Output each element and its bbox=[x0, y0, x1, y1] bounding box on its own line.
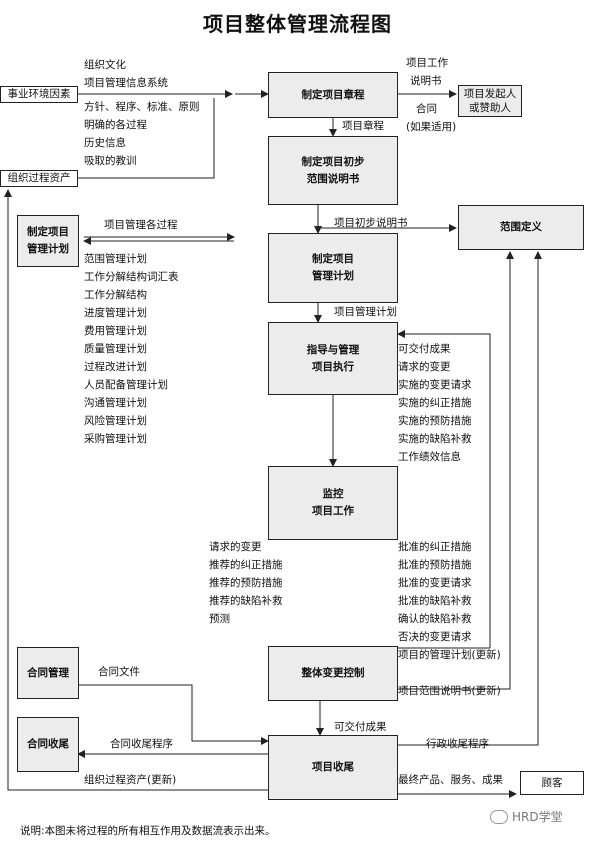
plan-item: 工作分解结构词汇表 bbox=[84, 271, 179, 283]
page-title: 项目整体管理流程图 bbox=[203, 12, 392, 36]
change-item: 确认的缺陷补救 bbox=[398, 613, 472, 625]
plan-item: 费用管理计划 bbox=[84, 325, 147, 337]
footnote: 说明:本图未将过程的所有相互作用及数据流表示出来。 bbox=[20, 825, 276, 837]
deliverables-label: 可交付成果 bbox=[334, 721, 387, 733]
close-project-box: 项目收尾 bbox=[268, 735, 398, 800]
exec-item: 请求的变更 bbox=[398, 361, 451, 373]
develop-plan-box: 制定项目 管理计划 bbox=[268, 233, 398, 303]
input-item: 明确的各过程 bbox=[84, 119, 147, 131]
admin-closure-procedure-label: 行政收尾程序 bbox=[426, 738, 489, 750]
change-item: 批准的缺陷补救 bbox=[398, 595, 472, 607]
input-item: 组织文化 bbox=[84, 59, 126, 71]
exec-item: 实施的预防措施 bbox=[398, 415, 472, 427]
exec-item: 可交付成果 bbox=[398, 343, 451, 355]
sponsor-box: 项目发起人 或赞助人 bbox=[458, 85, 522, 117]
plan-item: 采购管理计划 bbox=[84, 433, 147, 445]
watermark-text: HRD学堂 bbox=[512, 810, 563, 824]
monitor-item: 推荐的预防措施 bbox=[209, 577, 283, 589]
monitor-item: 推荐的缺陷补救 bbox=[209, 595, 283, 607]
input-item: 项目管理信息系统 bbox=[84, 77, 168, 89]
develop-charter-box: 制定项目章程 bbox=[268, 72, 398, 118]
scope-update-label: 项目范围说明书(更新) bbox=[398, 685, 501, 697]
sow-line: 项目工作 bbox=[406, 57, 448, 69]
plan-item: 人员配备管理计划 bbox=[84, 379, 168, 391]
charter-input-list: 组织文化 项目管理信息系统 方针、程序、标准、原则 明确的各过程 历史信息 吸取… bbox=[84, 56, 200, 170]
monitor-item: 推荐的纠正措施 bbox=[209, 559, 283, 571]
change-item: 批准的预防措施 bbox=[398, 559, 472, 571]
sow-line: 说明书 bbox=[410, 75, 442, 87]
statement-of-work-label: 项目工作 说明书 bbox=[406, 54, 448, 90]
final-product-label: 最终产品、服务、成果 bbox=[398, 774, 503, 786]
preliminary-scope-output-label: 项目初步说明书 bbox=[334, 217, 408, 229]
customer-box: 顾客 bbox=[520, 771, 584, 795]
integrated-change-control-box: 整体变更控制 bbox=[268, 646, 398, 701]
input-item: 方针、程序、标准、原则 bbox=[84, 101, 200, 113]
monitor-outputs-list: 请求的变更 推荐的纠正措施 推荐的预防措施 推荐的缺陷补救 预测 bbox=[209, 538, 283, 628]
change-outputs-list: 批准的纠正措施 批准的预防措施 批准的变更请求 批准的缺陷补救 确认的缺陷补救 … bbox=[398, 538, 501, 664]
input-item: 历史信息 bbox=[84, 137, 126, 149]
direct-manage-execution-box: 指导与管理 项目执行 bbox=[268, 322, 398, 395]
change-item: 项目的管理计划(更新) bbox=[398, 649, 501, 661]
contract-label: 合同 (如果适用) bbox=[406, 100, 456, 136]
change-item: 否决的变更请求 bbox=[398, 631, 472, 643]
change-item: 批准的变更请求 bbox=[398, 577, 472, 589]
opa-update-label: 组织过程资产(更新) bbox=[84, 774, 177, 786]
wechat-icon bbox=[490, 809, 508, 824]
contract-line: (如果适用) bbox=[406, 121, 457, 133]
contract-line: 合同 bbox=[416, 103, 437, 115]
contract-closure-box: 合同收尾 bbox=[17, 717, 79, 772]
plan-item: 过程改进计划 bbox=[84, 361, 147, 373]
plan-item: 范围管理计划 bbox=[84, 253, 147, 265]
plan-item: 工作分解结构 bbox=[84, 289, 147, 301]
execution-outputs-list: 可交付成果 请求的变更 实施的变更请求 实施的纠正措施 实施的预防措施 实施的缺… bbox=[398, 340, 472, 466]
pm-processes-label: 项目管理各过程 bbox=[104, 219, 178, 231]
plan-components-list: 范围管理计划 工作分解结构词汇表 工作分解结构 进度管理计划 费用管理计划 质量… bbox=[84, 250, 179, 448]
exec-item: 实施的变更请求 bbox=[398, 379, 472, 391]
develop-plan-side-box: 制定项目 管理计划 bbox=[17, 215, 79, 267]
exec-item: 实施的缺陷补救 bbox=[398, 433, 472, 445]
plan-item: 质量管理计划 bbox=[84, 343, 147, 355]
org-process-assets-box: 组织过程资产 bbox=[0, 170, 78, 187]
plan-item: 进度管理计划 bbox=[84, 307, 147, 319]
plan-output-label: 项目管理计划 bbox=[334, 306, 397, 318]
watermark: HRD学堂 bbox=[490, 808, 563, 825]
develop-preliminary-scope-box: 制定项目初步 范围说明书 bbox=[268, 136, 398, 205]
input-item: 吸取的教训 bbox=[84, 155, 137, 167]
monitor-item: 预测 bbox=[209, 613, 230, 625]
scope-definition-box: 范围定义 bbox=[458, 205, 584, 250]
plan-item: 风险管理计划 bbox=[84, 415, 147, 427]
exec-item: 实施的纠正措施 bbox=[398, 397, 472, 409]
exec-item: 工作绩效信息 bbox=[398, 451, 461, 463]
contract-management-box: 合同管理 bbox=[17, 647, 79, 699]
plan-item: 沟通管理计划 bbox=[84, 397, 147, 409]
charter-output-label: 项目章程 bbox=[342, 120, 384, 132]
contract-docs-label: 合同文件 bbox=[98, 666, 140, 678]
monitor-item: 请求的变更 bbox=[209, 541, 262, 553]
enterprise-environment-box: 事业环境因素 bbox=[0, 86, 78, 103]
monitor-control-box: 监控 项目工作 bbox=[268, 466, 398, 540]
contract-closure-procedure-label: 合同收尾程序 bbox=[110, 738, 173, 750]
change-item: 批准的纠正措施 bbox=[398, 541, 472, 553]
